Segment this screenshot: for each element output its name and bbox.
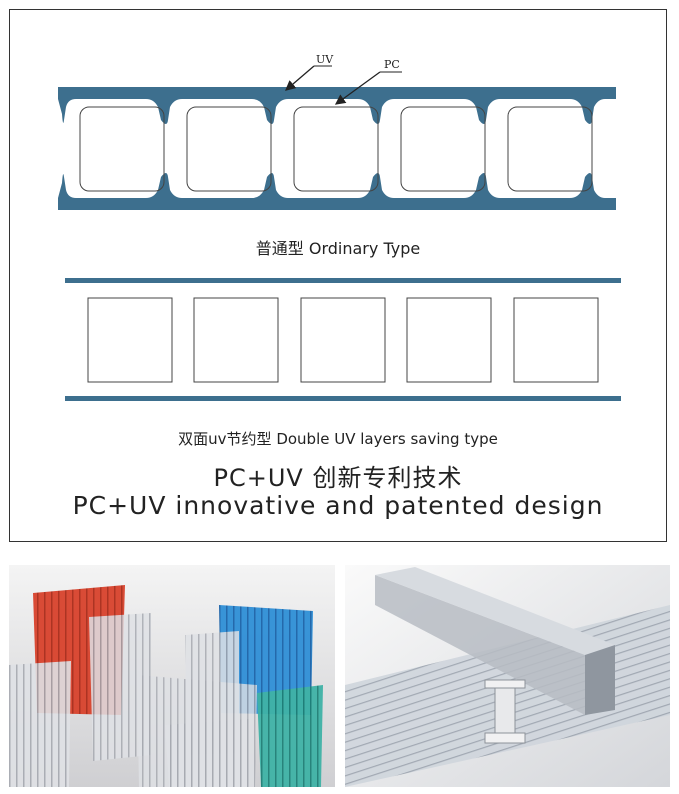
sheet-cross-section-diagram: UV PC <box>58 53 621 401</box>
ordinary-cell <box>507 106 593 192</box>
ordinary-type-profile <box>58 87 616 210</box>
double-uv-type-caption: 双面uv节约型 Double UV layers saving type <box>178 430 498 448</box>
double-cell <box>193 297 279 383</box>
uv-label: UV <box>316 53 334 66</box>
colored-polycarbonate-sheets-photo <box>9 565 335 787</box>
double-cell <box>300 297 386 383</box>
title-chinese: PC+UV 创新专利技术 <box>213 464 463 492</box>
double-cell <box>406 297 492 383</box>
ordinary-top-skin <box>58 87 616 124</box>
title-english: PC+UV innovative and patented design <box>72 491 604 520</box>
pc-label: PC <box>384 58 400 71</box>
callouts: UV PC <box>285 53 402 105</box>
ordinary-type-caption: 普通型 Ordinary Type <box>255 239 421 258</box>
diagram-panel: UV PC 普通型 Ordinary Type 双面uv节约型 Double U… <box>9 9 667 542</box>
double-cell <box>513 297 599 383</box>
ordinary-cell <box>186 106 272 192</box>
double-uv-type-profile <box>65 278 621 401</box>
double-top-uv-layer <box>65 278 621 283</box>
uv-callout-arrow <box>285 65 315 91</box>
ordinary-bottom-skin <box>58 173 616 210</box>
ordinary-cell <box>400 106 486 192</box>
double-cell <box>87 297 173 383</box>
pc-callout-arrow <box>334 71 381 105</box>
double-bottom-uv-layer <box>65 396 621 401</box>
ordinary-cell <box>79 106 165 192</box>
sheet-connector-profile-photo <box>345 565 670 787</box>
ordinary-cell <box>293 106 379 192</box>
